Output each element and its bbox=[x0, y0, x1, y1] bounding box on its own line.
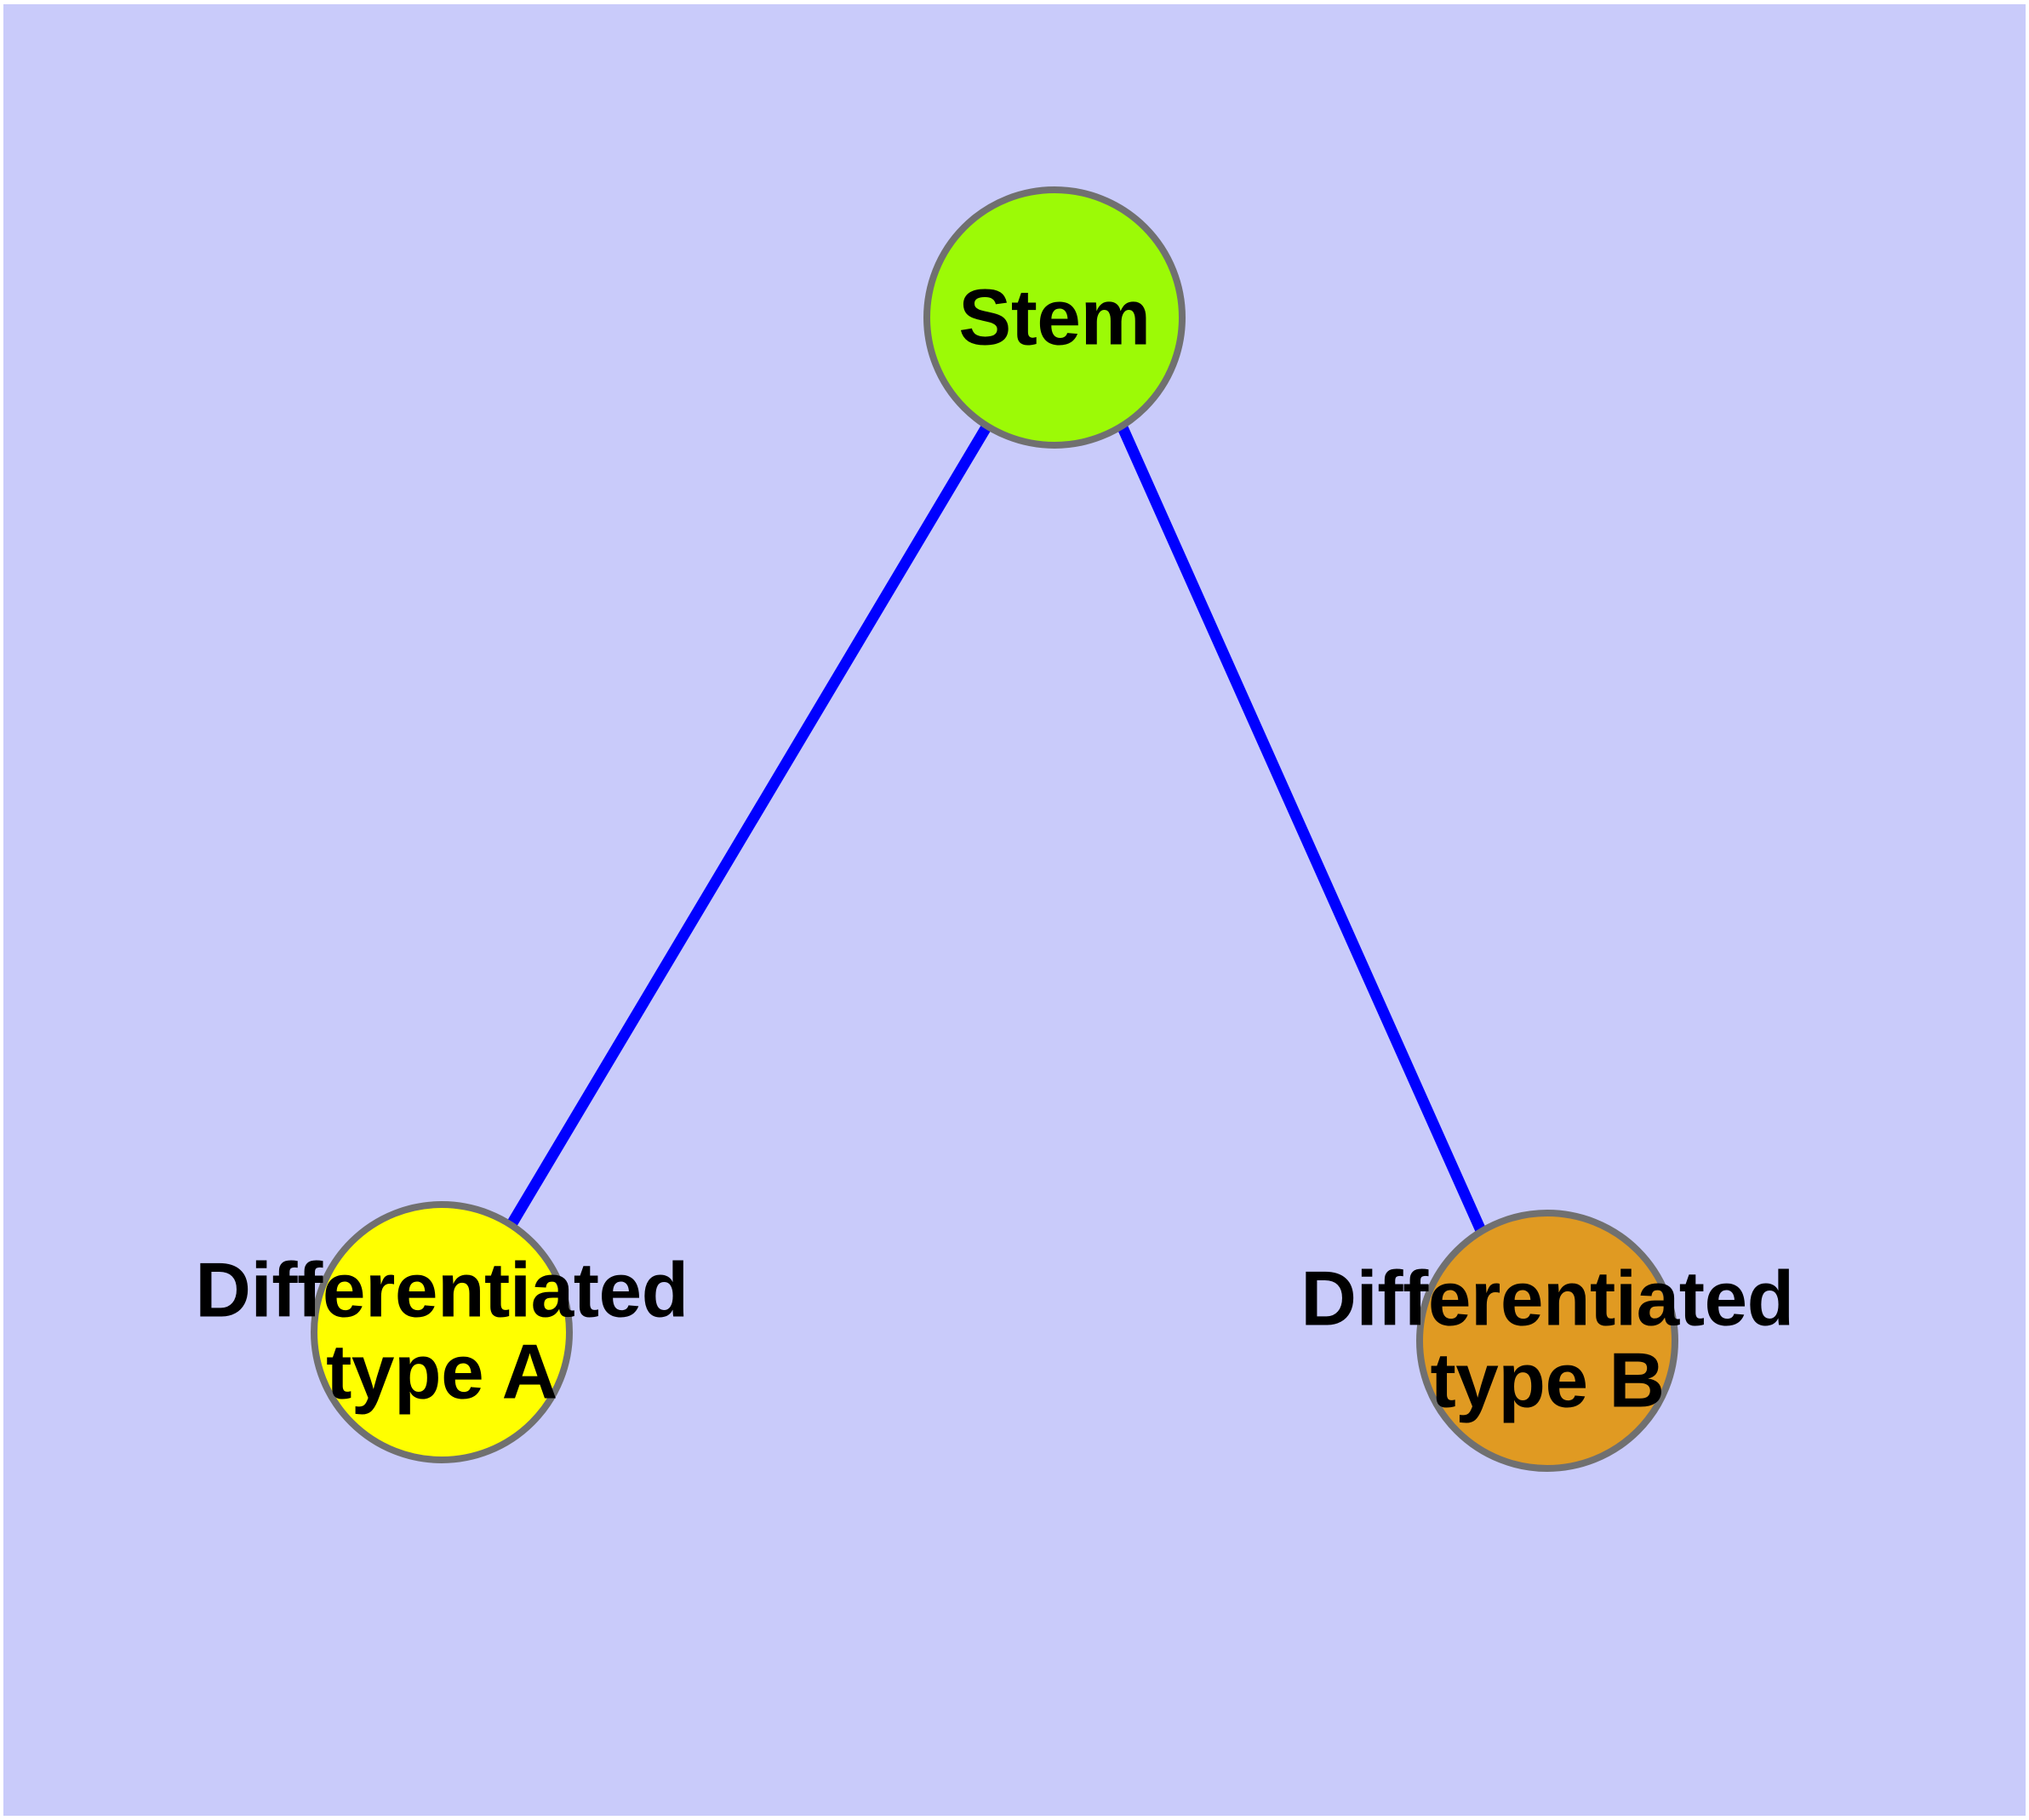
node-layer bbox=[311, 186, 1678, 1472]
edge-layer bbox=[506, 422, 1488, 1237]
node-diff-b-circle[interactable] bbox=[1416, 1210, 1678, 1472]
node-stem-circle[interactable] bbox=[923, 186, 1186, 449]
edge-stem-to-diff-b[interactable] bbox=[1117, 423, 1488, 1237]
edge-stem-to-diff-a[interactable] bbox=[506, 422, 992, 1229]
node-diff-a-circle[interactable] bbox=[311, 1201, 573, 1463]
